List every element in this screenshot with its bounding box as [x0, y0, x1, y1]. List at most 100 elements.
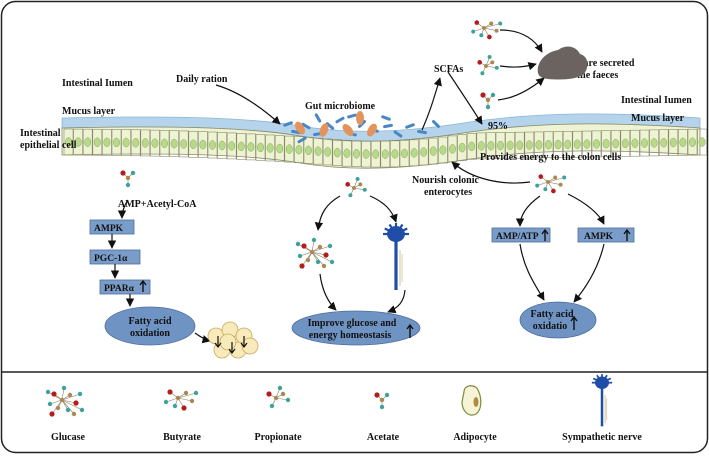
molecule-atom: [167, 389, 173, 395]
molecule-atom: [562, 175, 567, 180]
molecule-atom: [471, 29, 476, 34]
butyrate-molecule: [535, 174, 567, 194]
cell-nucleus: [141, 138, 149, 148]
cell-nucleus: [266, 143, 274, 153]
cell-nucleus: [660, 138, 668, 148]
epithelial-cell: [236, 133, 247, 160]
cell-nucleus: [641, 138, 648, 148]
adipocyte-cell: [219, 333, 237, 351]
fao-right-label-1: Fatty acid: [530, 309, 573, 320]
epithelial-cell: [246, 133, 256, 161]
epithelial-cell: [601, 130, 611, 158]
bacterium-rod: [301, 122, 311, 130]
molecule-atom: [45, 389, 51, 395]
cell-nucleus: [593, 139, 600, 149]
to-faeces-arrow-1: [499, 29, 543, 53]
molecule-atom: [358, 182, 363, 187]
middle-pathway: Improve glucose and energy homeostasis: [291, 195, 421, 346]
epithelial-cell: [495, 132, 506, 159]
epithelial-cell: [265, 134, 275, 162]
epithelial-cell: [121, 129, 131, 156]
legend-label-acetate: Acetate: [367, 432, 400, 443]
legend-label-propionate: Propionate: [254, 432, 302, 443]
molecule-atom: [348, 193, 353, 198]
molecule-atom: [269, 403, 275, 409]
cell-nucleus: [420, 147, 428, 157]
amp-atp-box: [491, 227, 551, 243]
cell-nucleus: [199, 139, 207, 150]
molecule-atom: [484, 64, 488, 68]
adipocyte-legend-icon: [461, 385, 482, 416]
cell-nucleus: [602, 139, 610, 149]
cell-nucleus: [564, 139, 572, 150]
cell-nucleus: [372, 149, 380, 159]
cell-nucleus: [439, 145, 447, 155]
intestine-band: [61, 113, 707, 169]
cell-nucleus: [573, 139, 581, 149]
molecule-atom: [125, 182, 131, 188]
cell-nucleus: [161, 138, 168, 149]
epithelial-cell: [322, 138, 333, 166]
epithelial-cell: [178, 130, 189, 158]
molecule-atom: [487, 34, 492, 40]
epithelial-cell: [457, 134, 467, 161]
epithelial-cell: [534, 131, 544, 159]
cell-nucleus: [276, 143, 284, 154]
molecule-atom: [59, 397, 65, 403]
legend: Glucase Butyrate Propionate Acetate Adip…: [45, 374, 642, 443]
molecule-atom: [485, 104, 491, 110]
mucus-layer-left-label: Mucus layer: [62, 106, 116, 117]
molecule-atom: [494, 28, 499, 33]
adipocyte-cluster: [207, 321, 259, 359]
bacterium-rod: [314, 113, 322, 123]
epithelial-cell: [140, 129, 151, 157]
epithelial-cell: [582, 130, 592, 158]
legend-label-sympathetic-nerve: Sympathetic nerve: [562, 432, 642, 443]
cell-nucleus: [525, 140, 533, 150]
legend-icons: [45, 374, 613, 427]
butyrate-molecule: [471, 20, 503, 40]
butyrate-legend-icon: [163, 389, 199, 411]
epithelial-cell: [332, 139, 343, 166]
epithelial-cell: [63, 128, 74, 156]
molecule-atom: [490, 60, 495, 65]
cell-nucleus: [151, 138, 159, 148]
molecule-atom: [266, 391, 272, 397]
cell-nucleus: [93, 137, 101, 147]
epithelial-cell: [428, 137, 439, 165]
to-faeces-arrow-3: [497, 77, 545, 101]
molecule-atom: [285, 397, 291, 403]
molecule-atom: [175, 395, 181, 401]
epithelial-cell: [658, 129, 669, 157]
bacterium-rod: [297, 136, 307, 144]
cell-nucleus: [650, 138, 658, 148]
nourish-label-2: enterocytes: [424, 187, 472, 198]
epithelial-cell: [610, 130, 621, 157]
molecule-atom: [73, 400, 79, 406]
epithelial-cell: [130, 129, 141, 157]
molecule-atom: [61, 385, 67, 391]
middle-split-left-arrow: [314, 195, 341, 231]
ampk-to-fao-arrow: [573, 243, 605, 303]
molecule-atom: [311, 237, 317, 243]
molecule-atom: [305, 257, 311, 263]
epithelial-cell: [111, 129, 122, 156]
cell-nucleus: [401, 148, 408, 159]
cell-nucleus: [612, 138, 620, 149]
intestinal-lumen-right-label: Intestinal Iumen: [621, 95, 692, 106]
cell-nucleus: [698, 137, 706, 147]
bacterium-cocci: [319, 123, 329, 137]
cell-nucleus: [468, 141, 476, 152]
daily-ration-label: Daily ration: [176, 74, 228, 85]
down-arrow-icon: [228, 342, 236, 354]
molecule-atom: [321, 263, 327, 269]
molecule-atom: [65, 407, 71, 413]
cell-nucleus: [122, 137, 130, 148]
acetate-molecule: [480, 92, 496, 110]
bacterium-rod: [417, 129, 427, 135]
molecule-atom: [280, 391, 286, 397]
glucose-molecule: [295, 237, 335, 269]
molecule-atom: [273, 395, 279, 401]
acetate-legend-icon: [374, 392, 390, 410]
amp-atp-label: AMP/ATP: [496, 232, 539, 242]
